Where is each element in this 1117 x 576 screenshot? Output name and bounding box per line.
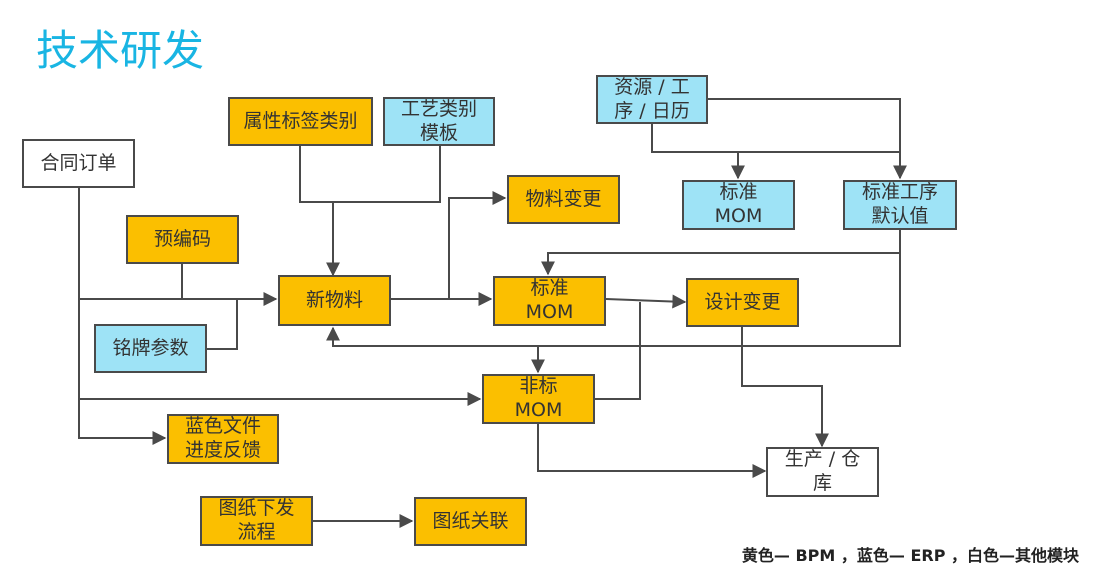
node-nonstandard-mom: 非标 MOM: [482, 374, 595, 424]
node-new-material: 新物料: [278, 275, 391, 326]
legend: 黄色— BPM ，蓝色— ERP ，白色—其他模块: [741, 546, 1079, 565]
page-title: 技术研发: [36, 26, 205, 75]
node-standard-process-default: 标准工序 默认值: [843, 180, 957, 230]
node-material-change: 物料变更: [507, 175, 620, 224]
node-standard-mom-bpm: 标准 MOM: [493, 276, 606, 326]
node-pre-code: 预编码: [126, 215, 239, 264]
node-resource-process-calendar: 资源 / 工 序 / 日历: [596, 75, 708, 124]
node-nameplate-params: 铭牌参数: [94, 324, 207, 373]
node-attribute-tag-category: 属性标签类别: [228, 97, 373, 146]
node-blue-file-progress: 蓝色文件 进度反馈: [167, 414, 279, 464]
node-standard-mom-erp: 标准 MOM: [682, 180, 795, 230]
node-design-change: 设计变更: [686, 278, 799, 327]
node-production-warehouse: 生产 / 仓 库: [766, 447, 879, 497]
node-process-category-template: 工艺类别 模板: [383, 97, 495, 146]
node-contract-order: 合同订单: [22, 139, 135, 188]
node-drawing-release-flow: 图纸下发 流程: [200, 496, 313, 546]
node-drawing-association: 图纸关联: [414, 497, 527, 546]
